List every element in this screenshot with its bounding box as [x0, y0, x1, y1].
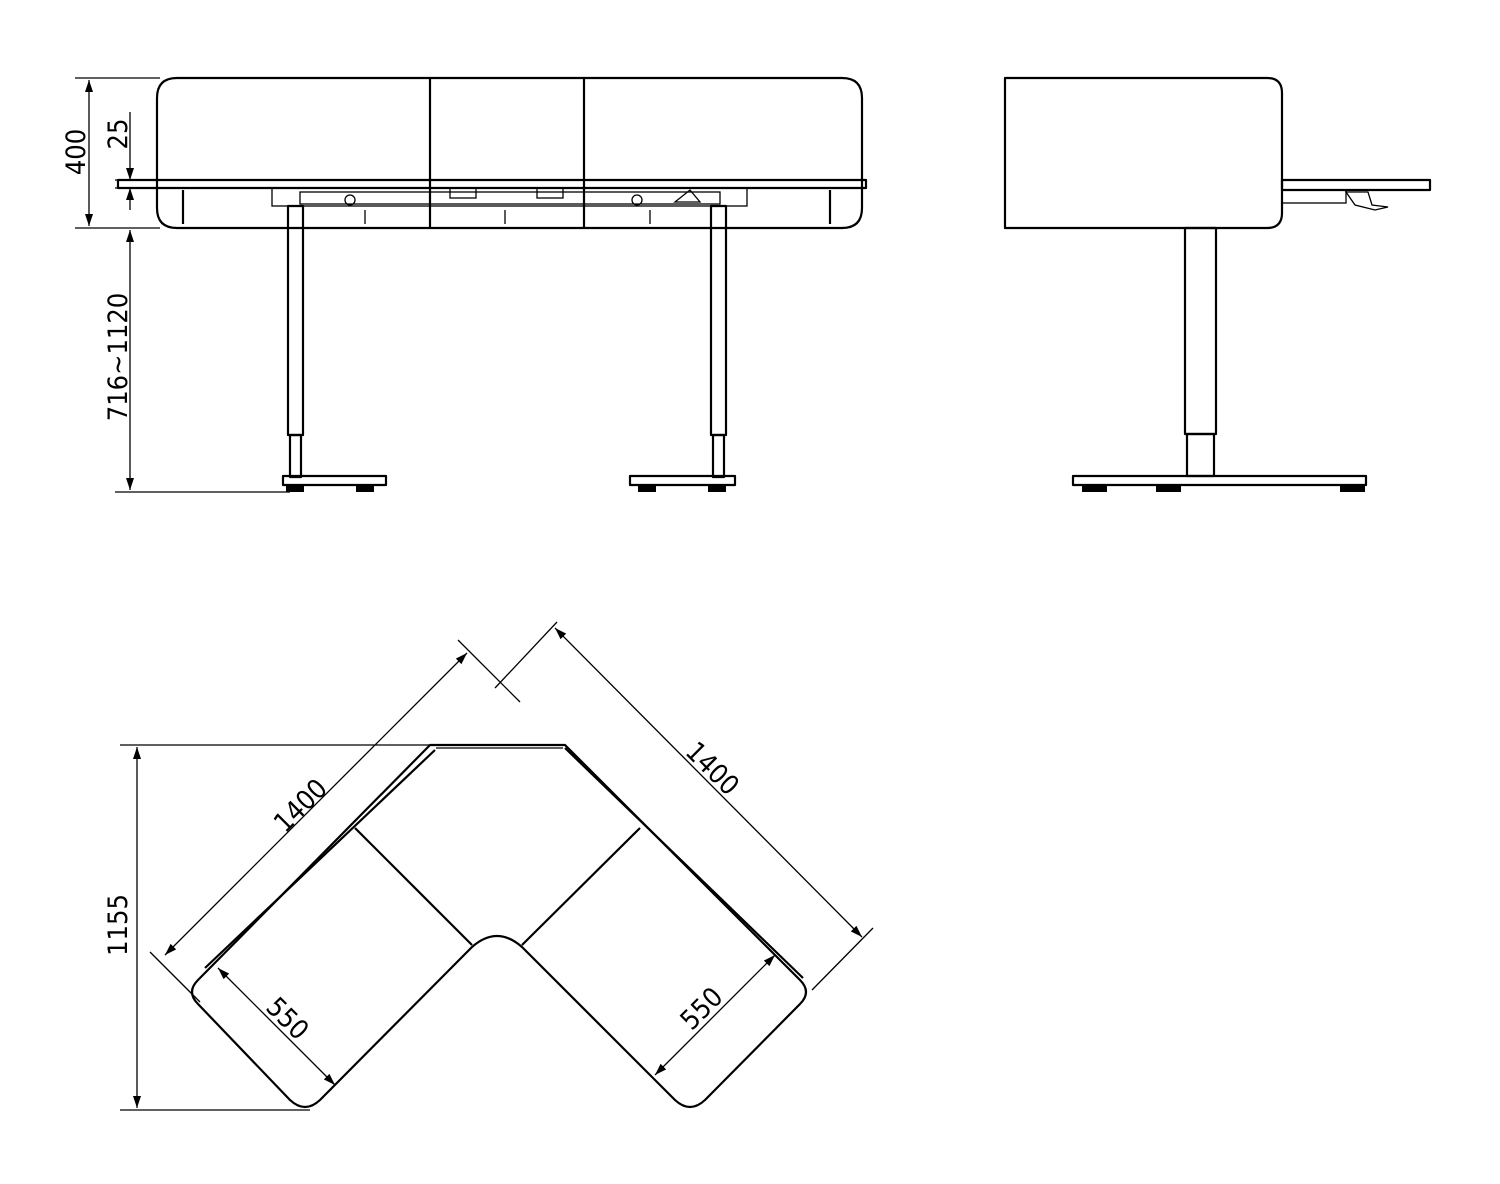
- dim-label-1155: 1155: [103, 894, 134, 956]
- dim-label-left-1400: 1400: [268, 773, 334, 839]
- tabletop: [116, 178, 868, 190]
- bracket: [536, 187, 564, 199]
- dim-label-25: 25: [103, 119, 134, 150]
- bracket: [449, 187, 477, 199]
- bolt-hole: [631, 194, 643, 206]
- left-leg-upper: [286, 204, 305, 437]
- dim-line-left-1400: [164, 652, 468, 956]
- dim-label-left-550: 550: [260, 992, 315, 1047]
- privacy-screen: [155, 76, 864, 230]
- bolt-hole: [344, 194, 356, 206]
- dim-label-height-range: 716~1120: [103, 293, 134, 422]
- dim-label-right-550: 550: [675, 982, 730, 1037]
- dim-label-400: 400: [61, 129, 92, 175]
- side-tabletop: [1280, 178, 1432, 192]
- dim-line-left-550: [217, 967, 336, 1086]
- dim-line-right-550: [654, 954, 776, 1076]
- plan-view: 1155 1400 1400 550 550: [103, 621, 874, 1111]
- side-column-lower: [1185, 432, 1216, 478]
- side-clamp: [1344, 191, 1389, 211]
- clamp: [673, 189, 702, 203]
- frame-rail: [271, 187, 748, 207]
- side-column-upper: [1183, 226, 1218, 436]
- panel-seam: [521, 827, 641, 946]
- side-screen: [1003, 76, 1284, 230]
- right-leg-lower: [711, 433, 726, 479]
- left-foot: [281, 474, 388, 487]
- left-leg-lower: [288, 433, 303, 479]
- side-bracket: [1281, 189, 1347, 204]
- dim-label-right-1400: 1400: [679, 736, 745, 802]
- right-foot: [628, 474, 737, 487]
- front-view: 400 25 716~1120: [61, 76, 868, 493]
- right-leg-upper: [709, 204, 728, 437]
- side-view: [1003, 76, 1432, 492]
- l-shaped-desktop: [190, 743, 808, 1109]
- dim-line-right-1400: [554, 627, 863, 938]
- panel-seam: [354, 827, 473, 946]
- side-foot: [1071, 474, 1368, 487]
- crossbar: [299, 191, 721, 205]
